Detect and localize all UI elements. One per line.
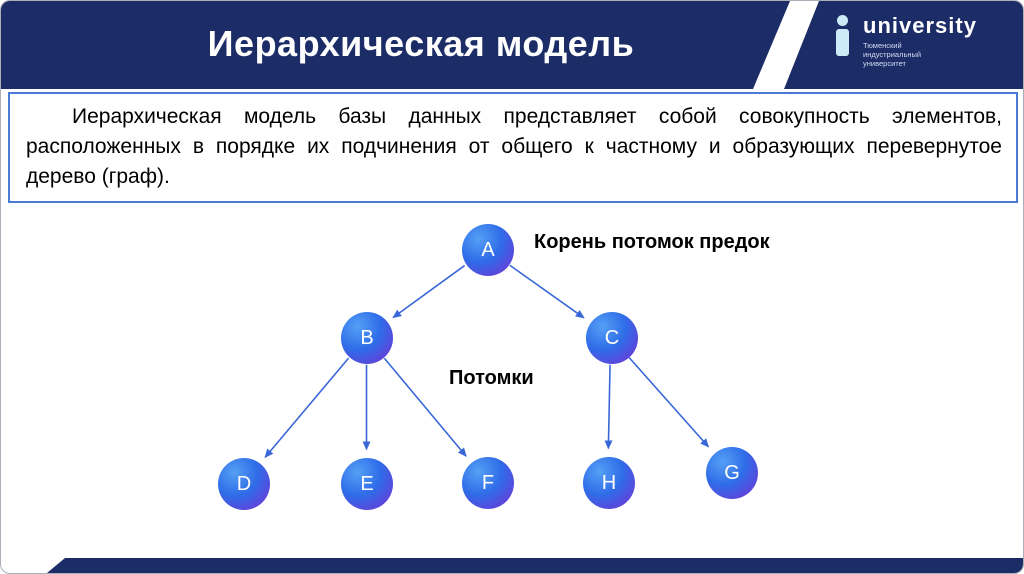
header-banner: [1, 1, 790, 89]
logo-banner: [784, 1, 1023, 89]
edge-B-D: [264, 357, 350, 458]
tree-node-C: C: [586, 312, 638, 364]
node-label: C: [604, 326, 620, 349]
university-logo: university Тюменский индустриальный унив…: [833, 14, 977, 68]
tree-node-G: G: [706, 447, 758, 499]
children-label: Потомки: [449, 367, 534, 389]
definition-text: Иерархическая модель базы данных предста…: [26, 105, 1002, 188]
edge-C-G: [628, 357, 710, 448]
university-logo-text: university Тюменский индустриальный унив…: [863, 13, 977, 69]
tree-node-H: H: [583, 457, 635, 509]
logo-subline: университет: [863, 59, 906, 68]
university-logo-icon: [833, 14, 855, 58]
node-label: H: [601, 471, 617, 494]
edge-A-B: [392, 264, 466, 319]
logo-brand: university: [863, 13, 977, 38]
node-label: F: [481, 471, 495, 494]
node-label: A: [481, 238, 495, 261]
edge-A-C: [509, 264, 585, 319]
slide-title: Иерархическая модель: [207, 23, 635, 64]
logo-subline: Тюменский: [863, 41, 902, 50]
tree-node-E: E: [341, 458, 393, 510]
node-label: E: [360, 472, 374, 495]
node-label: B: [360, 326, 374, 349]
node-label: D: [236, 472, 252, 495]
footer-bar: [47, 558, 1023, 573]
tree-node-A: A: [462, 224, 514, 276]
logo-subline: индустриальный: [863, 50, 922, 59]
logo-subtext: Тюменский индустриальный университет: [863, 41, 977, 68]
definition-box: Иерархическая модель базы данных предста…: [8, 92, 1018, 204]
node-label: G: [724, 461, 740, 484]
edge-C-H: [604, 364, 613, 450]
tree-node-F: F: [462, 457, 514, 509]
tree-node-D: D: [218, 458, 270, 510]
tree-node-B: B: [341, 312, 393, 364]
root-label: Корень потомок предок: [534, 231, 770, 253]
